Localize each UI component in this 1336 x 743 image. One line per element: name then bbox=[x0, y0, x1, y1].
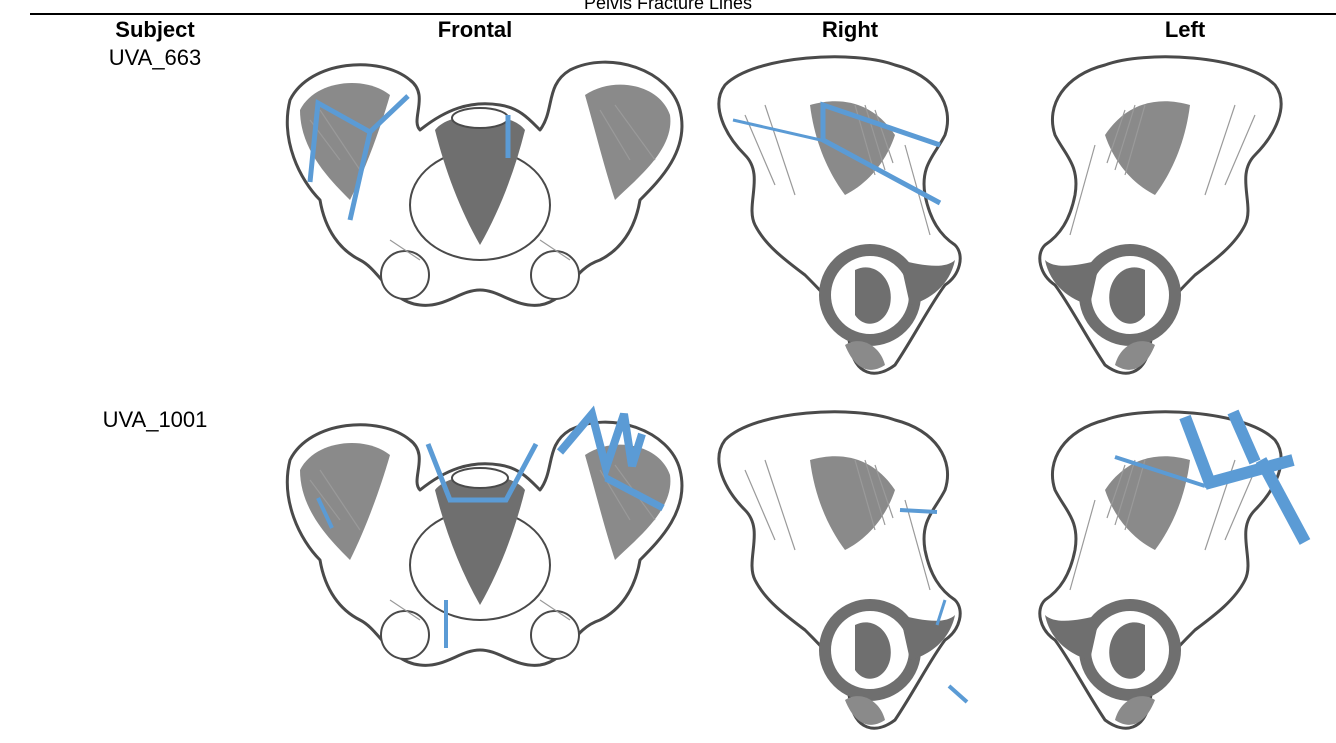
pelvis-left-lateral-view-row-1 bbox=[1035, 45, 1295, 385]
header-rule bbox=[30, 13, 1336, 15]
column-header-left: Left bbox=[1075, 17, 1295, 43]
column-header-subject: Subject bbox=[45, 17, 265, 43]
figure-caption: Pelvis Fracture Lines bbox=[0, 0, 1336, 13]
pelvis-right-lateral-view-row-2 bbox=[705, 400, 965, 740]
subject-label-row-2: UVA_1001 bbox=[45, 407, 265, 433]
pelvis-frontal-view-row-2 bbox=[270, 400, 690, 680]
subject-label-row-1: UVA_663 bbox=[45, 45, 265, 71]
pelvis-left-lateral-view-row-2 bbox=[1035, 400, 1295, 740]
pelvis-right-lateral-view-row-1 bbox=[705, 45, 965, 385]
column-header-right: Right bbox=[740, 17, 960, 43]
pelvis-frontal-view-row-1 bbox=[270, 40, 690, 320]
